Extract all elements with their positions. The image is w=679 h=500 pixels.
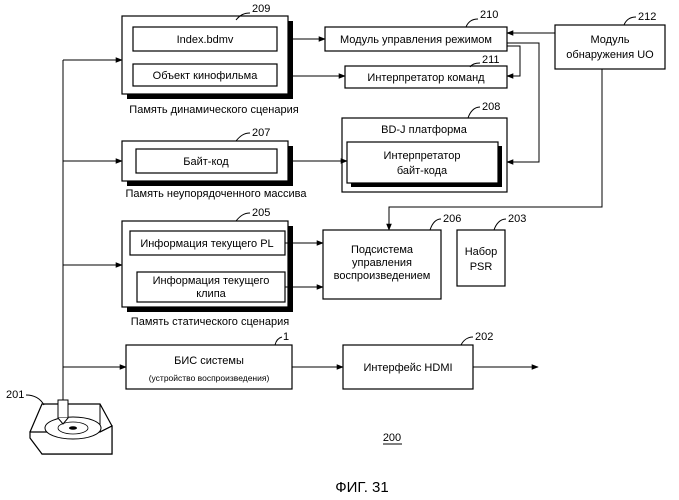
playback-label-3: воспроизведением (334, 270, 431, 282)
ref-203: 203 (508, 213, 526, 225)
leader-201 (26, 395, 44, 405)
leader-212 (624, 17, 636, 25)
ref-210: 210 (480, 9, 498, 21)
leader-210 (466, 19, 478, 27)
random-array-memory: Байт-код (122, 141, 293, 186)
ref-207: 207 (252, 127, 270, 139)
leader-208 (468, 107, 480, 118)
current-clip-label-2: клипа (196, 288, 226, 300)
dynamic-scenario-memory: Index.bdmv Объект кинофильма (122, 16, 293, 99)
system-lsi-label-2: (устройство воспроизведения) (149, 373, 270, 383)
leader-205 (236, 213, 250, 221)
movie-object-label: Объект кинофильма (153, 70, 259, 82)
ref-202: 202 (475, 331, 493, 343)
psr-set (457, 230, 505, 286)
bytecode-interpreter-label-1: Интерпретатор (384, 150, 461, 162)
mode-module-label: Модуль управления режимом (340, 34, 492, 46)
dynamic-memory-label: Память динамического сценария (129, 104, 298, 116)
current-clip-label-1: Информация текущего (153, 275, 270, 287)
playback-label-1: Подсистема (351, 244, 414, 256)
uo-module-label-1: Модуль (591, 34, 630, 46)
ref-212: 212 (638, 11, 656, 23)
command-interpreter-label: Интерпретатор команд (367, 72, 485, 84)
ref-209: 209 (252, 3, 270, 15)
bdj-platform-label: BD-J платформа (381, 124, 468, 136)
static-scenario-memory: Информация текущего PL Информация текуще… (122, 221, 293, 312)
index-bdmv-label: Index.bdmv (177, 34, 234, 46)
random-memory-label: Память неупорядоченного массива (126, 188, 308, 200)
leader-1 (275, 337, 282, 345)
ref-201: 201 (6, 389, 24, 401)
psr-label-1: Набор (465, 246, 498, 258)
leader-203 (494, 219, 506, 230)
psr-label-2: PSR (470, 261, 493, 273)
uo-module-label-2: обнаружения UO (566, 49, 654, 61)
ref-206: 206 (443, 213, 461, 225)
static-memory-label: Память статического сценария (131, 316, 289, 328)
leader-206 (430, 219, 441, 230)
figure-ref-200: 200 (383, 432, 401, 444)
bytecode-interpreter-label-2: байт-кода (397, 165, 448, 177)
uo-detection-module (555, 25, 665, 69)
figure-caption: ФИГ. 31 (335, 479, 389, 496)
ref-208: 208 (482, 101, 500, 113)
hdmi-label: Интерфейс HDMI (363, 362, 452, 374)
leader-202 (461, 337, 473, 345)
ref-205: 205 (252, 207, 270, 219)
current-pl-label: Информация текущего PL (140, 238, 273, 250)
ref-1: 1 (283, 331, 289, 343)
disc-drive-icon (30, 400, 112, 454)
playback-label-2: управления (352, 257, 412, 269)
leader-207 (236, 133, 250, 141)
ref-211: 211 (482, 54, 500, 66)
system-lsi-label-1: БИС системы (174, 355, 244, 367)
bytecode-label: Байт-код (183, 156, 229, 168)
